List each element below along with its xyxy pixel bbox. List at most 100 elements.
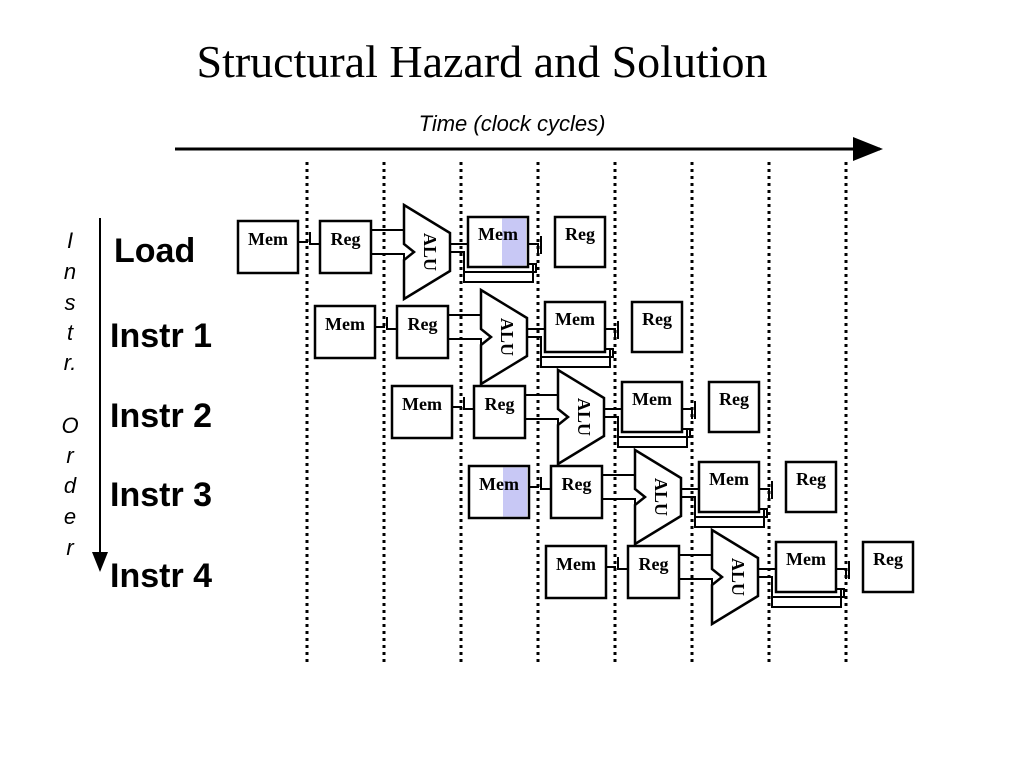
reg-stage: Reg: [549, 464, 604, 520]
datapath-wire: [602, 467, 636, 476]
reg-stage: Reg: [395, 304, 450, 360]
datapath-wire: [525, 418, 559, 427]
writeback-reg-stage: Reg: [707, 380, 761, 434]
datapath-wire: [604, 416, 688, 448]
alu-label: ALU: [497, 318, 517, 356]
writeback-reg-stage: Reg: [861, 540, 915, 594]
datapath-wire: [758, 576, 842, 608]
reg-stage-box: [472, 384, 527, 440]
mem-stage-label: Mem: [479, 474, 519, 494]
alu-label: ALU: [728, 558, 748, 596]
writeback-reg-stage: Reg: [630, 300, 684, 354]
data-mem-stage-label: Mem: [786, 549, 826, 569]
order-letter: e: [63, 504, 77, 529]
data-mem-stage-label: Mem: [709, 469, 749, 489]
datapath-wire: [298, 232, 320, 245]
datapath-wire: [679, 578, 713, 587]
writeback-reg-stage-label: Reg: [873, 549, 903, 569]
reg-stage: Reg: [472, 384, 527, 440]
alu-stage: ALU: [633, 447, 683, 547]
datapath-wire: [450, 251, 534, 283]
alu-shape: [556, 367, 606, 467]
alu-shape: [402, 202, 452, 302]
writeback-reg-stage-box: [784, 460, 838, 514]
order-letter: d: [63, 473, 77, 498]
datapath-wire: [527, 336, 611, 368]
order-letter: r: [66, 443, 74, 468]
reg-stage-label: Reg: [485, 394, 515, 414]
datapath-wire: [606, 557, 628, 570]
datapath-wire: [695, 508, 768, 518]
mem-stage-label: Mem: [402, 394, 442, 414]
hazard-highlight: [502, 218, 526, 266]
pipeline-row: Mem Reg ALU Mem Reg: [313, 287, 684, 387]
datapath-wire: [448, 307, 482, 316]
writeback-reg-stage-box: [707, 380, 761, 434]
mem-stage: Mem: [467, 464, 531, 520]
pipeline-row: Mem Reg ALU Mem Reg: [390, 367, 761, 467]
datapath-wire: [541, 348, 614, 358]
order-letter: O: [61, 413, 79, 438]
reg-stage-box: [318, 219, 373, 275]
time-axis-label: Time (clock cycles): [418, 111, 606, 136]
alu-shape: [633, 447, 683, 547]
writeback-reg-stage-label: Reg: [565, 224, 595, 244]
data-mem-stage-label: Mem: [478, 224, 518, 244]
instruction-label-instr4: Instr 4: [110, 557, 213, 595]
datapath-wire: [602, 498, 636, 507]
instruction-label-load: Load: [114, 232, 196, 270]
datapath-wire: [464, 263, 537, 273]
data-mem-stage-label: Mem: [555, 309, 595, 329]
reg-stage-label: Reg: [639, 554, 669, 574]
datapath-wire: [772, 588, 845, 598]
data-mem-stage: Mem: [697, 460, 761, 514]
mem-stage: Mem: [236, 219, 300, 275]
writeback-reg-stage: Reg: [784, 460, 838, 514]
reg-stage-box: [395, 304, 450, 360]
datapath-wire: [375, 317, 397, 330]
datapath-wire: [836, 561, 850, 579]
writeback-reg-stage-label: Reg: [796, 469, 826, 489]
writeback-reg-stage-box: [630, 300, 684, 354]
mem-stage-box: [236, 219, 300, 275]
mem-stage: Mem: [390, 384, 454, 440]
datapath-wire: [371, 253, 405, 262]
data-mem-stage-box: [543, 300, 607, 354]
order-letter: t: [66, 320, 74, 345]
datapath-wire: [452, 397, 474, 410]
reg-stage-label: Reg: [562, 474, 592, 494]
datapath-wire: [525, 387, 559, 396]
data-mem-stage-box: [620, 380, 684, 434]
alu-stage: ALU: [479, 287, 529, 387]
reg-stage-label: Reg: [408, 314, 438, 334]
mem-stage-label: Mem: [556, 554, 596, 574]
instruction-label-instr1: Instr 1: [110, 317, 213, 355]
mem-stage-box: [544, 544, 608, 600]
reg-stage-label: Reg: [331, 229, 361, 249]
order-letter: s: [64, 290, 76, 315]
alu-stage: ALU: [710, 527, 760, 627]
data-mem-stage-label: Mem: [632, 389, 672, 409]
mem-stage-box: [313, 304, 377, 360]
datapath-wire: [605, 321, 619, 339]
alu-label: ALU: [574, 398, 594, 436]
order-letter: I: [66, 228, 74, 253]
alu-stage: ALU: [556, 367, 606, 467]
order-letter: r: [66, 535, 74, 560]
instruction-label-instr2: Instr 2: [110, 397, 213, 435]
pipeline-row: Mem Reg ALU Mem Reg: [544, 527, 915, 627]
reg-stage-box: [549, 464, 604, 520]
mem-stage-label: Mem: [325, 314, 365, 334]
hazard-highlight: [503, 467, 527, 517]
mem-stage: Mem: [544, 544, 608, 600]
reg-stage-box: [626, 544, 681, 600]
instruction-label-instr3: Instr 3: [110, 476, 213, 514]
writeback-reg-stage: Reg: [553, 215, 607, 269]
datapath-wire: [682, 401, 696, 419]
datapath-wire: [681, 496, 765, 528]
datapath-wire: [529, 477, 551, 490]
datapath-wire: [679, 547, 713, 556]
alu-shape: [479, 287, 529, 387]
